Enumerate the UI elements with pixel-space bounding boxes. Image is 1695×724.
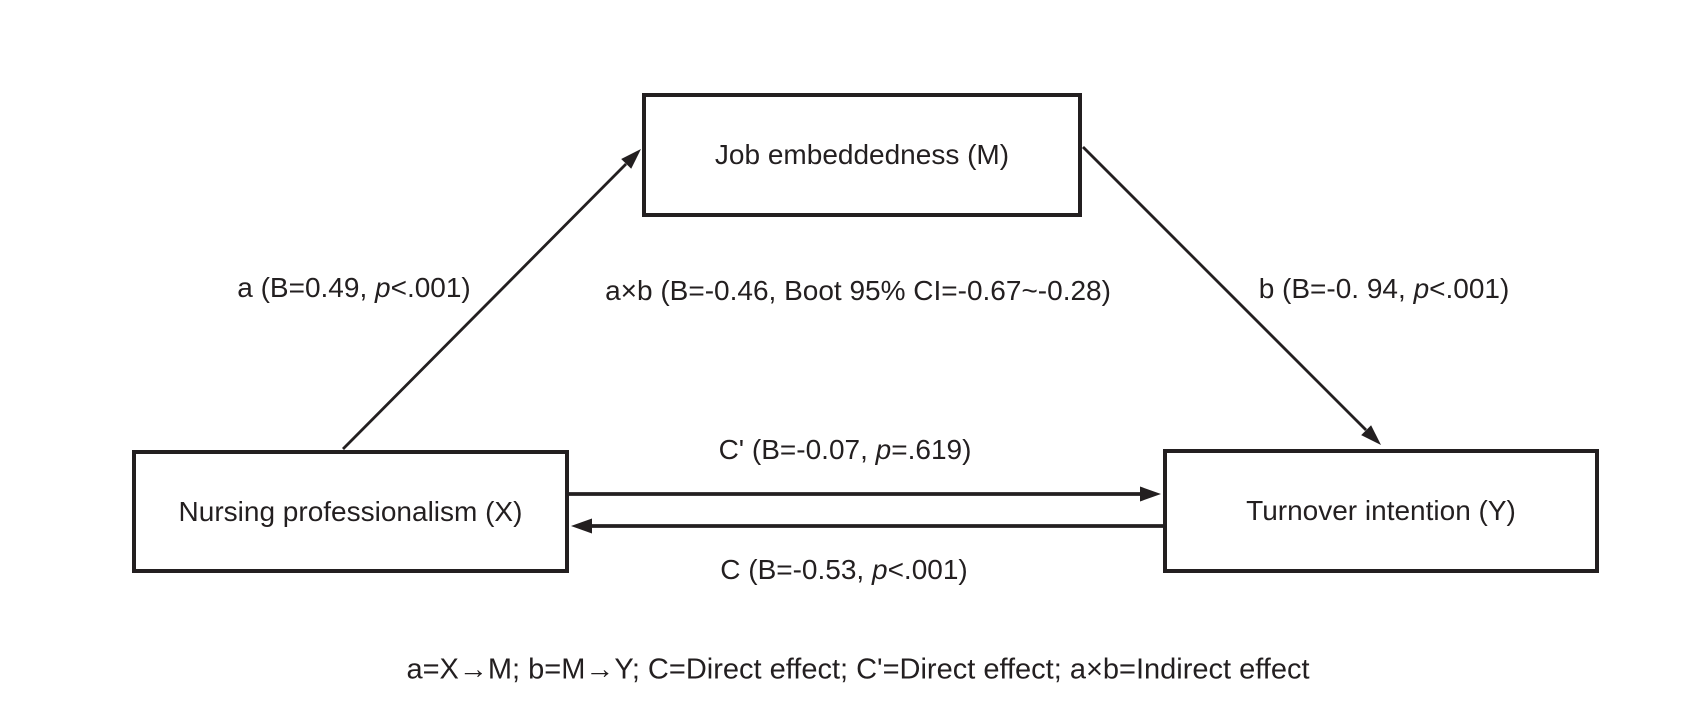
path-a-label: a (B=0.49, p<.001) [237,272,471,304]
independent-label: Nursing professionalism (X) [178,495,523,527]
path-a-line [342,163,627,450]
path-b-arrowhead [1361,425,1381,445]
indirect-effect-label: a×b (B=-0.46, Boot 95% CI=-0.67~-0.28) [605,275,1111,307]
path-c-prime-arrowhead [1140,486,1161,502]
path-c-prime-label: C' (B=-0.07, p=.619) [718,434,972,466]
dependent-label: Turnover intention (Y) [1246,495,1516,526]
path-c-arrowhead [571,518,592,534]
path-b-line [1082,146,1367,431]
path-c-label: C (B=-0.53, p<.001) [720,554,968,586]
path-b-label: b (B=-0. 94, p<.001) [1258,273,1510,305]
path-a-arrowhead [621,149,641,169]
mediator-label: Job embeddedness (M) [714,139,1010,170]
independent-box: Nursing professionalism (X) [132,450,569,573]
dependent-box: Turnover intention (Y) [1163,449,1599,573]
mediator-box: Job embeddedness (M) [642,93,1082,217]
legend-footnote: a=X→M; b=M→Y; C=Direct effect; C'=Direct… [406,653,1310,686]
